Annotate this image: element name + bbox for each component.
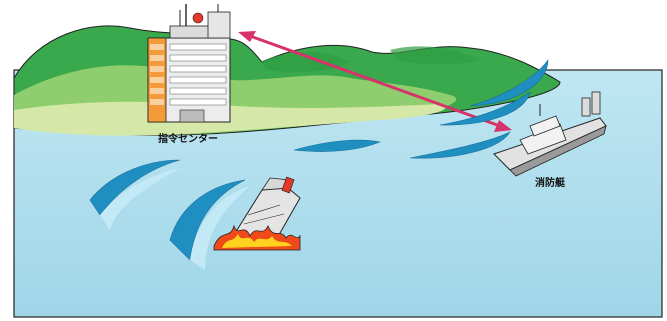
command-center-label: 指令センター: [158, 130, 218, 145]
fireboat-label: 消防艇: [535, 174, 565, 189]
command-center-building-icon: [148, 4, 230, 122]
